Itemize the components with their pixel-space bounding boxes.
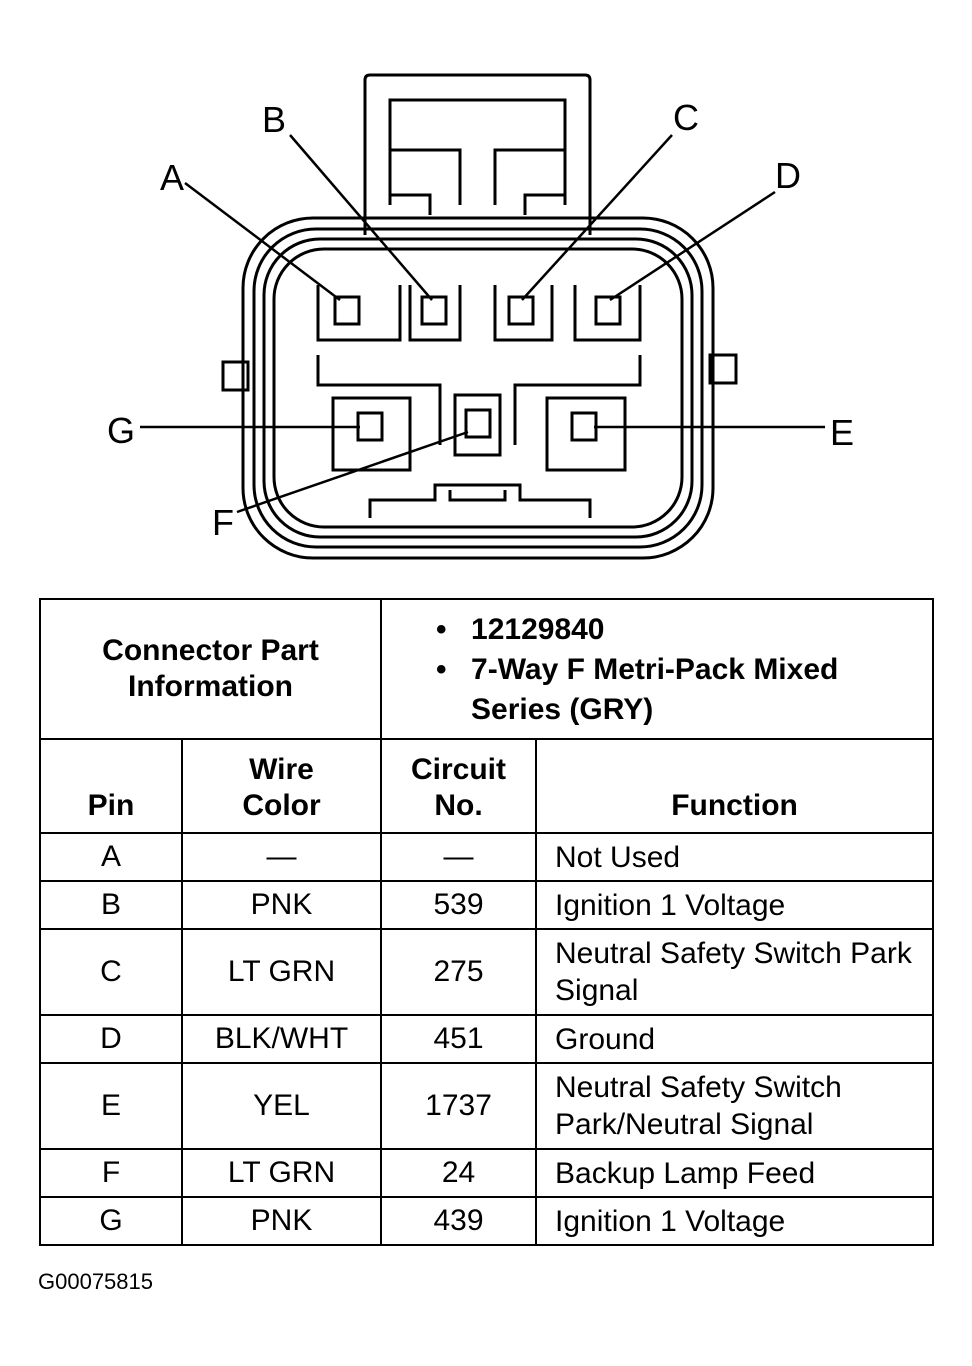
cell-pin: E <box>39 1062 183 1150</box>
cell-wire-color: BLK/WHT <box>180 1014 383 1064</box>
leader-line-d <box>609 190 776 302</box>
cell-wire-color: LT GRN <box>180 928 383 1016</box>
cell-function: Ground <box>535 1014 935 1064</box>
table-row: G PNK 439 Ignition 1 Voltage <box>39 1196 935 1246</box>
connector-side-tab-right <box>708 353 738 385</box>
table-row: D BLK/WHT 451 Ground <box>39 1014 935 1064</box>
leader-line-f <box>236 430 469 514</box>
cell-function: Neutral Safety Switch Park Signal <box>535 928 935 1016</box>
pin-label-b: B <box>262 99 286 140</box>
table-header-row: Pin Wire Color Circuit No. Function <box>39 738 935 834</box>
cell-circuit: 451 <box>380 1014 538 1064</box>
header-circuit-no: Circuit No. <box>380 738 538 834</box>
pin-label-c: C <box>673 97 699 138</box>
header-function: Function <box>535 738 935 834</box>
pin-label-g: G <box>107 410 135 451</box>
pin-cavity-g <box>356 411 384 442</box>
header-pin: Pin <box>39 738 183 834</box>
pin-cavity-b <box>420 295 448 326</box>
cell-wire-color: YEL <box>180 1062 383 1150</box>
pin-cavity-a <box>333 295 361 326</box>
table-row: B PNK 539 Ignition 1 Voltage <box>39 880 935 930</box>
cell-function: Ignition 1 Voltage <box>535 1196 935 1246</box>
cell-function: Not Used <box>535 832 935 882</box>
cell-pin: F <box>39 1148 183 1198</box>
pin-label-f: F <box>212 502 234 543</box>
cell-wire-color: PNK <box>180 880 383 930</box>
cell-circuit: 439 <box>380 1196 538 1246</box>
connector-info-values: 12129840 7-Way F Metri-Pack Mixed Series… <box>380 598 935 740</box>
table-row: C LT GRN 275 Neutral Safety Switch Park … <box>39 928 935 1016</box>
cell-pin: C <box>39 928 183 1016</box>
header-wire-color: Wire Color <box>180 738 383 834</box>
connector-description: 7-Way F Metri-Pack Mixed Series (GRY) <box>436 650 932 730</box>
figure-id: G00075815 <box>38 1269 153 1294</box>
cell-pin: A <box>39 832 183 882</box>
cell-circuit: — <box>380 832 538 882</box>
leader-line-c <box>521 134 673 301</box>
leader-line-b <box>289 134 433 301</box>
table-row: F LT GRN 24 Backup Lamp Feed <box>39 1148 935 1198</box>
table-row: E YEL 1737 Neutral Safety Switch Park/Ne… <box>39 1062 935 1150</box>
cell-circuit: 24 <box>380 1148 538 1198</box>
pin-label-e: E <box>830 412 854 453</box>
pin-label-a: A <box>160 157 184 198</box>
connector-part-number: 12129840 <box>436 610 932 650</box>
cell-wire-color: PNK <box>180 1196 383 1246</box>
cell-circuit: 275 <box>380 928 538 1016</box>
pin-cavity-e <box>570 411 598 442</box>
pin-cavity-c <box>507 295 535 326</box>
pin-label-d: D <box>775 155 801 196</box>
cell-pin: D <box>39 1014 183 1064</box>
connector-info-label: Connector Part Information <box>38 598 383 740</box>
pin-cavity-d <box>594 295 622 326</box>
cell-circuit: 539 <box>380 880 538 930</box>
cell-pin: B <box>39 880 183 930</box>
cell-function: Neutral Safety Switch Park/Neutral Signa… <box>535 1062 935 1150</box>
connector-body <box>241 216 715 560</box>
cell-pin: G <box>39 1196 183 1246</box>
connector-bottom-key <box>368 483 592 518</box>
table-row: A — — Not Used <box>39 832 935 882</box>
cell-circuit: 1737 <box>380 1062 538 1150</box>
connector-pinout-table: Connector Part Information 12129840 7-Wa… <box>38 598 935 1246</box>
cell-function: Backup Lamp Feed <box>535 1148 935 1198</box>
cell-wire-color: — <box>180 832 383 882</box>
connector-info-row: Connector Part Information 12129840 7-Wa… <box>38 598 935 740</box>
connector-side-tab-left <box>221 360 250 392</box>
connector-diagram: A B C D G F E <box>107 73 854 560</box>
cell-wire-color: LT GRN <box>180 1148 383 1198</box>
connector-latch <box>363 73 592 235</box>
leader-line-a <box>184 182 341 301</box>
pin-cavity-f <box>464 408 492 439</box>
cell-function: Ignition 1 Voltage <box>535 880 935 930</box>
